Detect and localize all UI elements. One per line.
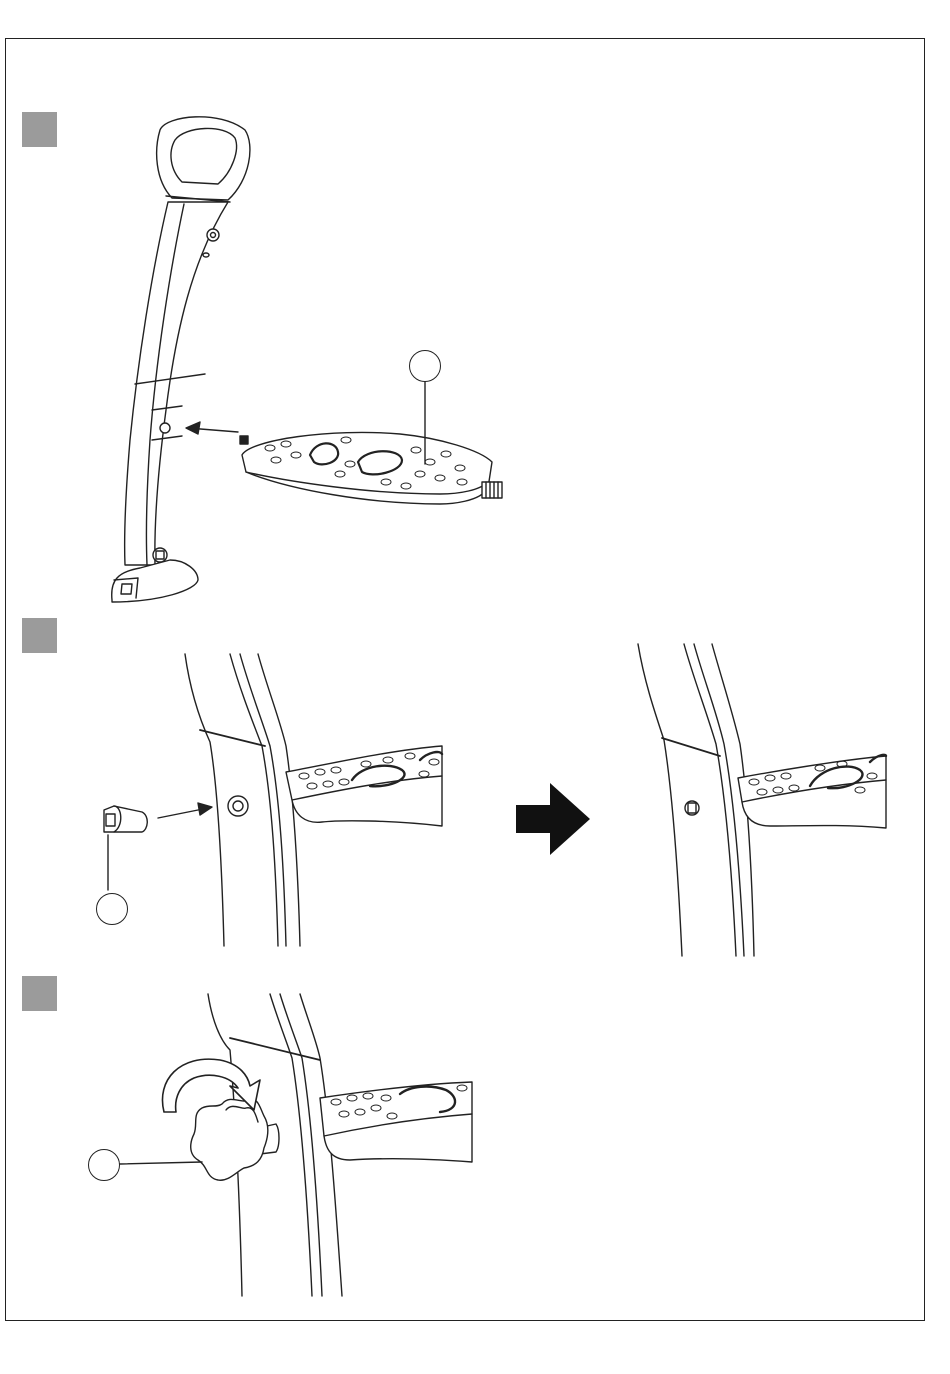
post-detail-icon [638,644,754,956]
next-arrow-icon [514,783,592,855]
step-2-callout [96,893,128,925]
pedal-icon [240,432,502,504]
insert-arrow-icon [186,422,238,434]
pedal-detail-icon [286,746,442,826]
pedal-detail-icon [738,755,886,828]
step-1-callout [409,350,441,382]
step-2-before-illustration [90,650,450,950]
bushing-icon [104,806,147,832]
step-3-illustration [80,990,480,1300]
step-3-callout [88,1149,120,1181]
step-1-illustration [100,110,520,610]
step-1-marker [22,112,57,147]
pedal-detail-icon [320,1082,472,1162]
post-icon [112,117,250,602]
insert-arrow-icon [158,803,212,818]
step-2-marker [22,618,57,653]
step-2-after-illustration [620,640,890,960]
post-detail-icon [185,654,300,946]
step-3-marker [22,976,57,1011]
knob-icon [191,1099,279,1180]
